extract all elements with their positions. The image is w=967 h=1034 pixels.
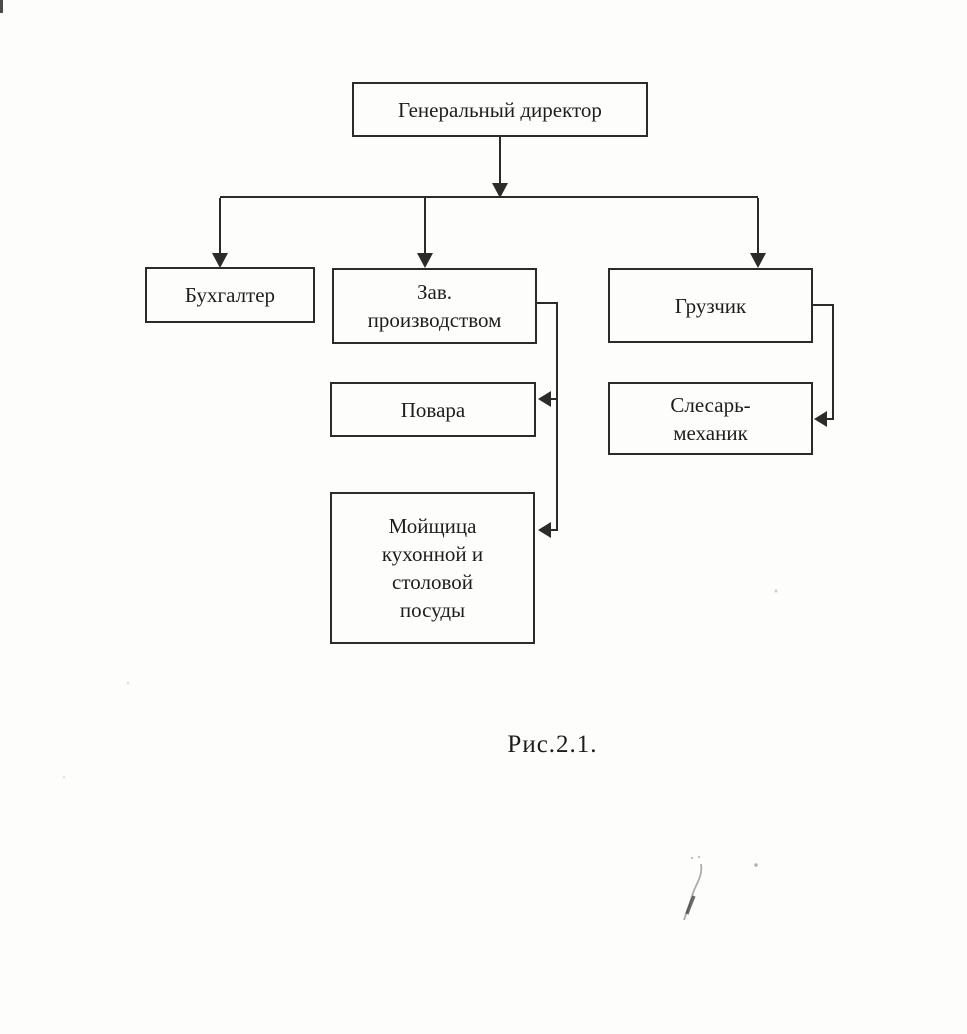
node-cooks: Повара xyxy=(330,382,536,437)
node-general-director: Генеральный директор xyxy=(352,82,648,137)
edge-loader-elbow xyxy=(813,304,834,420)
node-cooks-label: Повара xyxy=(400,397,466,422)
scan-artifact-dot xyxy=(690,856,694,860)
node-dishwasher: Мойщица кухонной и столовой посуды xyxy=(330,492,535,644)
arrowhead-trunk xyxy=(492,183,508,198)
scan-artifact-squiggle-dark xyxy=(685,895,696,915)
node-general-director-label: Генеральный директор xyxy=(398,97,602,122)
node-loader: Грузчик xyxy=(608,268,813,343)
scan-artifact-dot xyxy=(697,855,701,859)
arrowhead-cooks xyxy=(538,391,551,407)
node-accountant-label: Бухгалтер xyxy=(184,283,276,307)
arrowhead-accountant xyxy=(212,253,228,268)
node-accountant: Бухгалтер xyxy=(145,267,315,323)
scan-artifact-dot xyxy=(126,681,130,685)
scan-artifacts xyxy=(0,0,778,921)
scan-artifact-squiggle xyxy=(683,863,703,921)
arrowhead-mechanic xyxy=(814,411,827,427)
arrowhead-dishwasher xyxy=(538,522,551,538)
scan-artifact-dot xyxy=(754,863,758,867)
arrowhead-production-manager xyxy=(417,253,433,268)
edge-production-elbow xyxy=(537,302,558,531)
arrowhead-loader xyxy=(750,253,766,268)
scan-artifact-dot xyxy=(62,775,66,779)
scan-artifact-dot xyxy=(774,589,778,593)
node-loader-label: Грузчик xyxy=(674,293,747,318)
node-dishwasher-label: Мойщица кухонной и столовой посуды xyxy=(381,514,484,622)
node-production-manager-label: Зав. производством xyxy=(367,280,502,332)
node-mechanic-label: Слесарь- механик xyxy=(670,392,751,445)
node-production-manager: Зав. производством xyxy=(332,268,537,344)
node-mechanic: Слесарь- механик xyxy=(608,382,813,455)
figure-caption: Рис.2.1. xyxy=(507,731,598,758)
scan-artifact-corner-mark xyxy=(0,0,3,13)
